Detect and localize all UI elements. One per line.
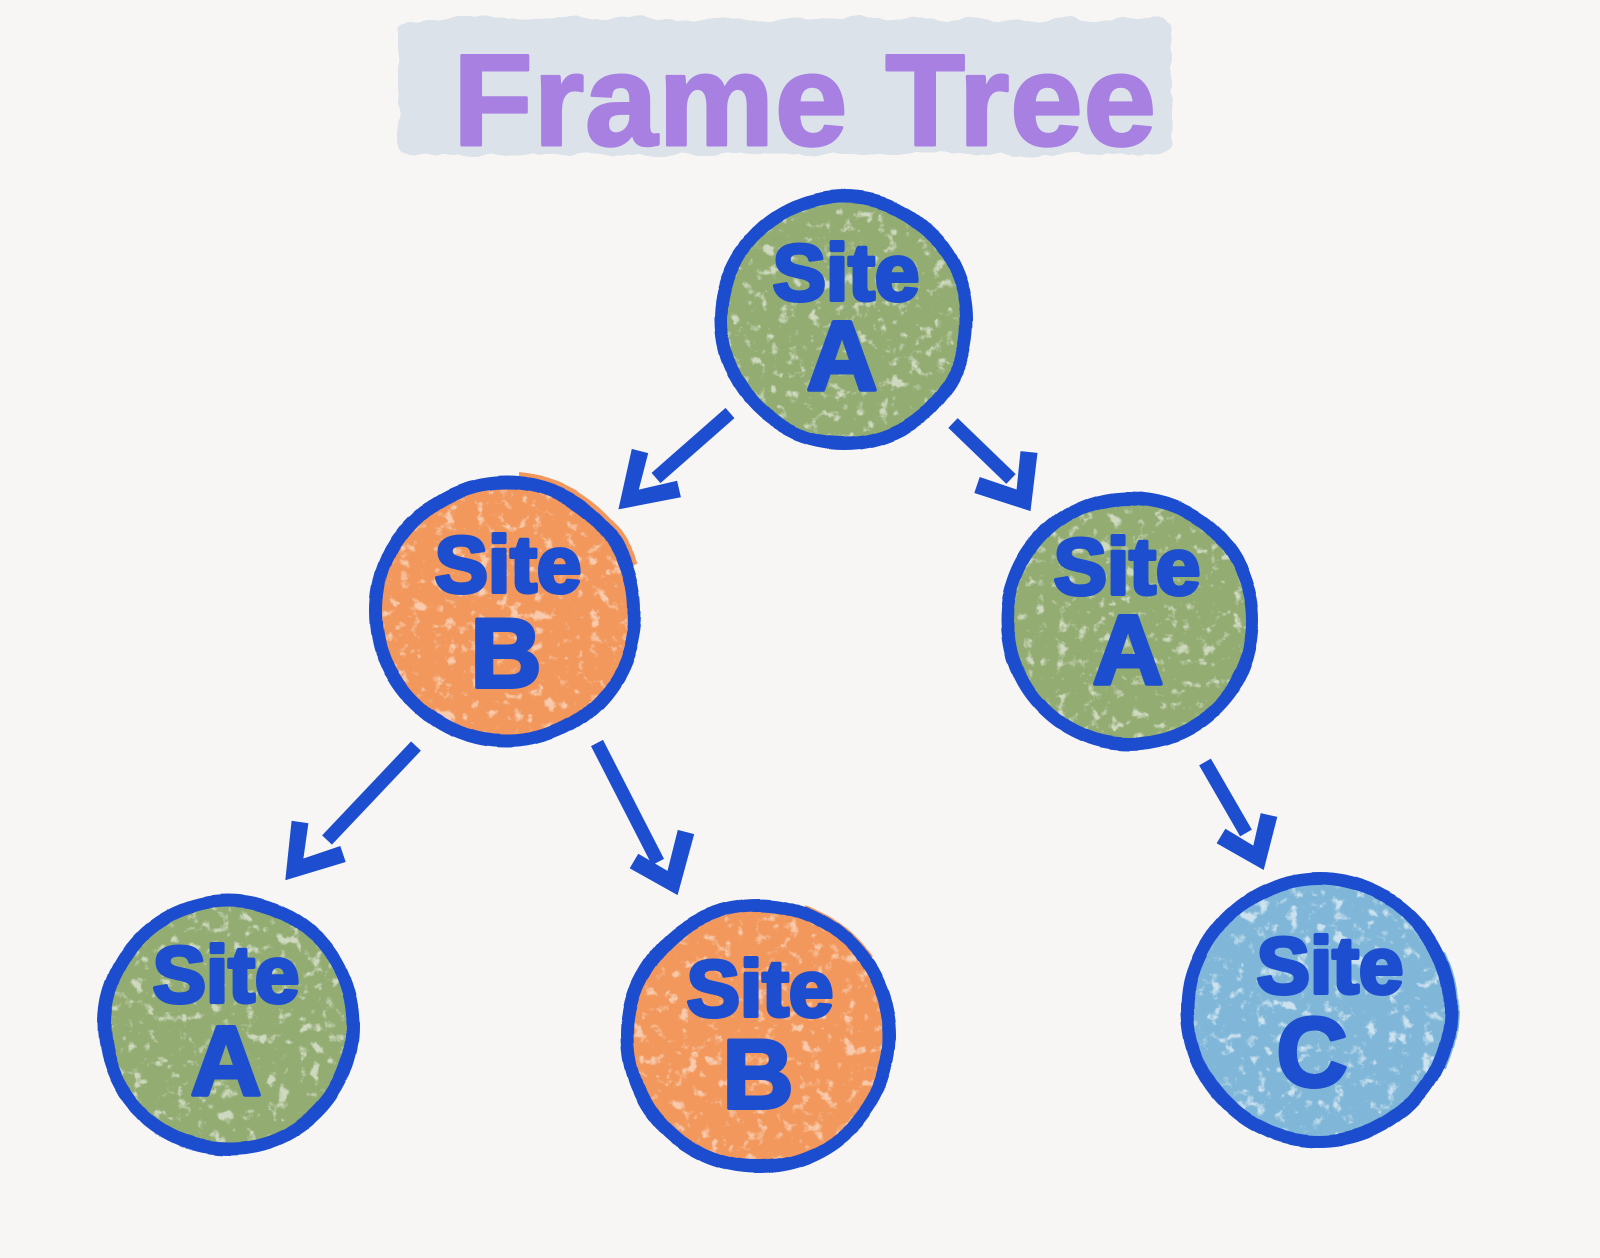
svg-text:Site: Site [1257,921,1404,1010]
svg-text:Site: Site [153,930,300,1019]
svg-text:A: A [807,301,878,411]
svg-text:A: A [191,1006,262,1116]
svg-text:Site: Site [435,520,582,609]
svg-text:Site: Site [1054,522,1201,611]
svg-text:Frame Tree: Frame Tree [453,27,1157,173]
svg-text:Site: Site [773,228,920,317]
svg-text:A: A [1093,595,1164,705]
svg-text:C: C [1277,997,1348,1107]
svg-text:B: B [471,598,542,708]
svg-text:Site: Site [687,944,834,1033]
svg-text:B: B [723,1019,794,1129]
